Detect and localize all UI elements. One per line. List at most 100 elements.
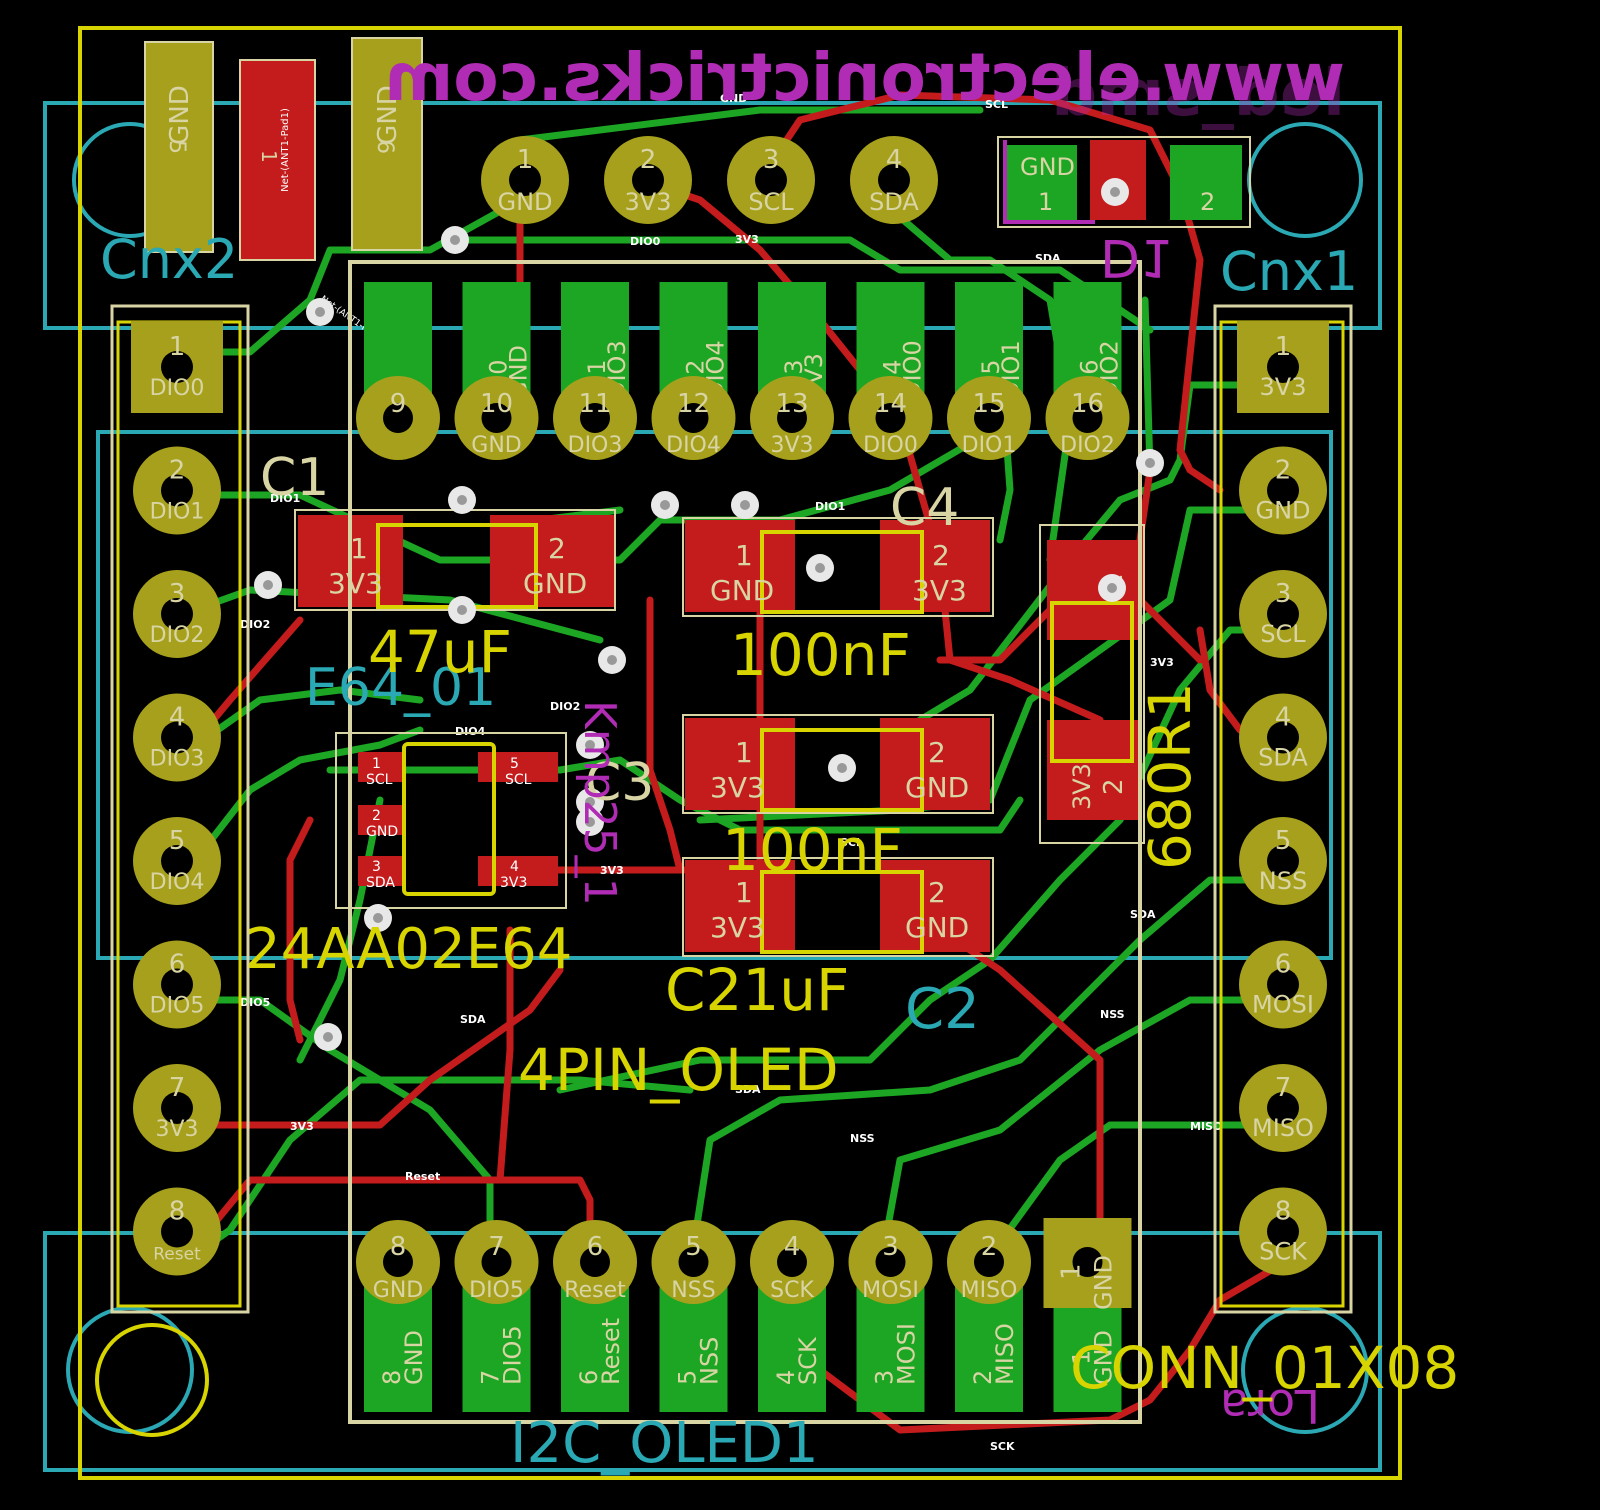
module-bottom-pad-net: NSS <box>696 1337 724 1385</box>
c4-silk <box>760 530 924 614</box>
c2-pad2-net: GND <box>905 911 969 944</box>
module-top-drill-11 <box>580 403 610 433</box>
right-header-pin-number: 1 <box>1275 332 1292 362</box>
left-header-pin-3-drill <box>161 598 193 630</box>
label-cnx2: Cnx2 <box>100 228 238 291</box>
eeprom-pad5-net: SCL <box>505 772 532 788</box>
net-label-sda-left: SDA <box>460 1013 486 1026</box>
module-top-drill-10 <box>481 403 512 433</box>
net-label-scl-mid: SCL <box>840 836 863 849</box>
c4-pad1-number: 1 <box>735 539 753 572</box>
left-header-pin-net: DIO5 <box>150 994 205 1019</box>
d1-pad1 <box>1005 145 1077 220</box>
right-header-pin-net: MOSI <box>1252 991 1314 1019</box>
module-bottom-pad-number: 2 <box>969 1370 997 1385</box>
eeprom-pad1-number: 1 <box>372 756 381 772</box>
via-drill <box>373 913 383 923</box>
right-header-pin-number: 5 <box>1275 826 1292 856</box>
label-r1: 680R1 <box>1136 682 1204 870</box>
right-header-pin-4-drill <box>1267 721 1299 754</box>
module-bottom-pad-number: 1 <box>1068 1350 1096 1365</box>
c2-pad2-number: 2 <box>928 876 946 909</box>
right-header-pin-5-drill <box>1267 845 1299 877</box>
via-drill <box>1110 187 1120 197</box>
label-c1: C1 <box>260 448 329 508</box>
oled-header-pin-number: 2 <box>640 145 657 175</box>
net-label-miso: MISO <box>1190 1120 1222 1133</box>
net-label-3v3-mid: 3V3 <box>600 864 624 877</box>
r1-fab <box>1039 524 1145 844</box>
module-bottom-th-net: GND <box>373 1278 423 1303</box>
right-header-pin-net: NSS <box>1259 867 1307 895</box>
board-outline <box>78 26 1402 1480</box>
via-drill <box>1145 458 1155 468</box>
c4-pad2 <box>880 520 990 612</box>
module-bottom-th-net: Reset <box>564 1278 626 1303</box>
via-drill <box>1107 583 1117 593</box>
via-drill <box>585 817 595 827</box>
net-label-3v3-top: 3V3 <box>735 233 759 246</box>
left-header-pin-6-drill <box>161 968 193 1001</box>
ant-pad1-number: 1 <box>257 150 281 163</box>
module-bottom-th-number: 3 <box>882 1232 899 1262</box>
module-top-th-number: 15 <box>972 389 1005 419</box>
module-bottom-th-number: 4 <box>784 1232 801 1262</box>
value-c3: 100nF <box>722 816 903 884</box>
label-led-smd-back: led_smd <box>1051 57 1345 131</box>
c3-pad2-net: GND <box>905 771 969 804</box>
via-drill <box>607 655 617 665</box>
eeprom-pad1-net: SCL <box>366 772 393 788</box>
via-drill <box>457 605 467 615</box>
left-header-pin-net: 3V3 <box>155 1117 198 1142</box>
via-drill <box>660 500 670 510</box>
right-header-pin-number: 8 <box>1275 1197 1292 1227</box>
c4-pad1-net: GND <box>710 574 774 607</box>
net-label-3v3-left: 3V3 <box>290 1120 314 1133</box>
ant-pad5 <box>144 41 214 253</box>
c2-pad1-number: 1 <box>735 876 753 909</box>
c2-silk <box>760 870 924 954</box>
ant-pad6-net: GND <box>373 85 403 145</box>
module-bottom-th-net: MOSI <box>862 1278 919 1303</box>
net-label-3v3-right: 3V3 <box>1150 656 1174 669</box>
oled-header-pin-net: GND <box>497 188 552 216</box>
left-header-pin-number: 4 <box>169 703 186 733</box>
courtyard-mount-hole-br <box>1241 1306 1369 1434</box>
d1-pad2 <box>1170 145 1242 220</box>
ant-pad6 <box>351 37 423 251</box>
module-top-pin-row: 9910GND10GND11DIO311DIO312DIO412DIO4133V… <box>356 282 1130 460</box>
module-top-th-number: 13 <box>775 389 808 419</box>
label-c2: C2 <box>905 977 980 1042</box>
left-header-pin-1-drill <box>161 351 193 383</box>
oled-header-pin-1-drill <box>509 164 541 196</box>
module-bottom-th-number: 2 <box>981 1232 998 1262</box>
c2-fab <box>682 857 994 957</box>
module-bottom-pin-row: 8GND8GND7DIO57DIO56Reset6Reset5NSS5NSS4S… <box>356 1218 1132 1412</box>
eeprom-pad4 <box>478 856 558 886</box>
label-cnx1: Cnx1 <box>1220 240 1358 303</box>
label-c4: C4 <box>890 478 959 538</box>
oled-header-pin-net: 3V3 <box>625 188 672 216</box>
left-header-pin-number: 5 <box>169 826 186 856</box>
value-c4: 100nF <box>730 621 911 689</box>
mount-hole-bl-silk <box>95 1323 209 1437</box>
r1-pad2 <box>1047 720 1139 820</box>
left-header-fab <box>110 304 250 1314</box>
via-drill <box>457 495 467 505</box>
oled-header-pin-3-drill <box>755 164 787 196</box>
module-bottom-drill-2 <box>974 1247 1004 1277</box>
module-bottom-drill-6 <box>580 1247 610 1277</box>
via-drill <box>450 235 460 245</box>
module-bottom-pad-net: MOSI <box>893 1323 921 1385</box>
module-top-th-number: 10 <box>480 389 513 419</box>
module-top-th-number: 11 <box>578 389 611 419</box>
left-header-pin-7-drill <box>161 1092 193 1124</box>
left-header-pin-2-drill <box>161 474 193 507</box>
eeprom-pad5-number: 5 <box>510 756 519 772</box>
c2-pad1 <box>685 860 795 952</box>
module-top-th-net: GND <box>471 433 521 458</box>
right-header-pin-net: SCK <box>1259 1238 1308 1266</box>
module-bottom-th-number: 6 <box>587 1232 604 1262</box>
